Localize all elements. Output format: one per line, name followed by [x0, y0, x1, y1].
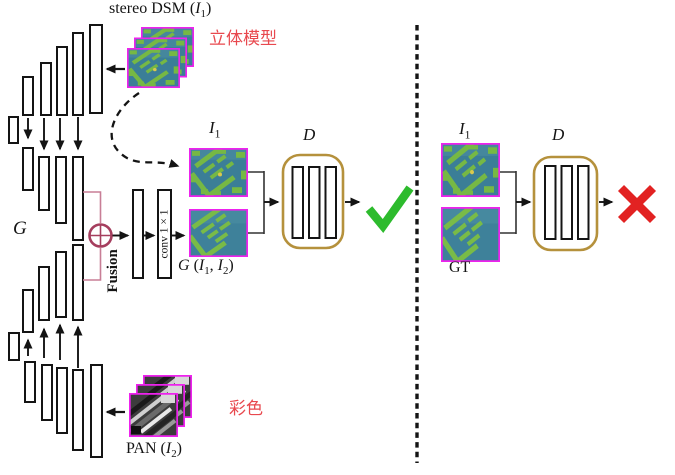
conv-bar — [22, 289, 34, 333]
stereo-dsm-stack — [127, 27, 194, 88]
conv-bar — [90, 364, 103, 458]
conv-bar — [72, 369, 84, 451]
encoder-top-row — [8, 24, 103, 144]
conv-bar — [24, 361, 36, 403]
conv-bar — [22, 147, 34, 191]
color-cn-annotation: 彩色 — [229, 399, 263, 419]
conv-bar — [560, 165, 573, 240]
i1-image-left — [189, 148, 248, 197]
downsample-arrows — [23, 117, 83, 151]
decoder-bottom-row — [8, 244, 84, 361]
d-label-left: D — [303, 125, 316, 144]
conv-bar — [56, 46, 68, 116]
conv-bar — [72, 156, 84, 241]
conv-bar — [55, 156, 67, 224]
conv-bar — [22, 76, 34, 116]
generated-output-label: G (I1, I2) — [178, 257, 234, 278]
pair-connector-left — [248, 171, 265, 234]
conv-bar — [41, 364, 53, 421]
conv-bar — [38, 266, 50, 321]
cross-icon — [617, 184, 657, 224]
conv-bar — [324, 166, 337, 239]
discriminator-left — [281, 153, 345, 250]
conv-bar — [89, 24, 103, 114]
conv-bar — [55, 251, 67, 318]
dashed-skip-arrow — [110, 92, 180, 168]
conv-bar — [38, 156, 50, 211]
fusion-link-top — [83, 191, 102, 223]
conv-bar — [8, 116, 19, 144]
generated-image — [189, 209, 248, 257]
conv-bar — [544, 165, 557, 240]
conv-bar — [291, 166, 304, 239]
decoder-top-row — [22, 147, 84, 241]
upsample-arrows — [23, 323, 83, 368]
pan-stack — [129, 375, 192, 437]
conv-bar — [577, 165, 590, 240]
conv-bar — [56, 367, 68, 434]
pair-connector-right — [500, 171, 517, 234]
generator-label: G — [13, 218, 27, 239]
encoder-bottom-row — [24, 361, 103, 458]
conv-bar — [72, 244, 84, 321]
i1-label-left: I1 — [209, 118, 221, 141]
d-label-right: D — [552, 125, 565, 144]
fusion-sum-icon — [88, 223, 113, 248]
conv1x1-label: conv 1 × 1 — [158, 209, 171, 259]
i1-image-right — [441, 143, 500, 197]
stereo-cn-annotation: 立体模型 — [209, 29, 277, 49]
stereo-dsm-title: stereo DSM (I1) — [109, 0, 212, 21]
pan-title: PAN (I2) — [126, 440, 182, 461]
conv-bar — [72, 32, 84, 116]
discriminator-right — [532, 155, 599, 252]
gt-label: GT — [449, 259, 471, 276]
conv-1x1-bar — [157, 189, 172, 279]
gt-image — [441, 207, 500, 262]
fusion-label: Fusion — [105, 249, 122, 293]
conv-bar — [132, 189, 144, 279]
i1-label-right: I1 — [459, 119, 471, 142]
conv-bar — [308, 166, 321, 239]
checkmark-icon — [365, 185, 414, 233]
conv-bar — [40, 62, 52, 116]
conv-bar — [8, 332, 20, 361]
fusion-link-bottom — [83, 248, 102, 281]
